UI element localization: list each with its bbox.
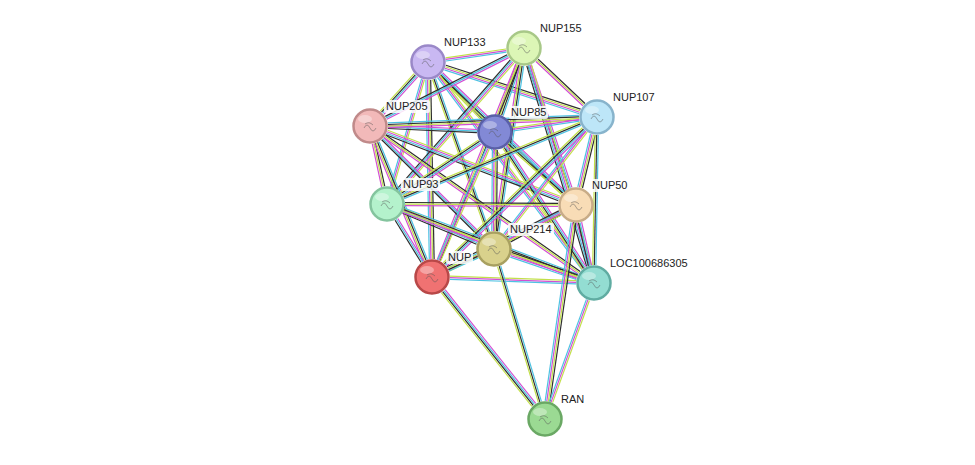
- evidence-line: [404, 211, 577, 277]
- protein-node: NUP155: [506, 30, 542, 66]
- evidence-line: [444, 291, 535, 405]
- node-circle: [476, 231, 512, 267]
- interaction-edge: [443, 128, 585, 266]
- evidence-line: [551, 300, 588, 402]
- node-label: NUP205: [384, 100, 430, 113]
- protein-node: NUP: [414, 259, 450, 295]
- evidence-line: [545, 223, 571, 401]
- evidence-line: [396, 219, 422, 261]
- protein-node: NUP133: [410, 44, 446, 80]
- evidence-line: [593, 135, 595, 265]
- node-circle: [414, 259, 450, 295]
- node-label: NUP133: [442, 36, 488, 49]
- node-label: RAN: [559, 393, 586, 406]
- protein-node: NUP50: [558, 187, 594, 223]
- evidence-line: [405, 205, 558, 207]
- evidence-line: [405, 202, 558, 204]
- evidence-line: [402, 141, 480, 193]
- evidence-line: [580, 223, 590, 266]
- evidence-line: [446, 51, 506, 60]
- protein-node: NUP214: [476, 231, 512, 267]
- protein-node: NUP205: [352, 108, 388, 144]
- node-circle: [579, 99, 615, 135]
- interaction-edge: [536, 59, 585, 106]
- node-label: NUP: [446, 251, 473, 264]
- protein-node: NUP107: [579, 99, 615, 135]
- node-label: NUP107: [611, 91, 657, 104]
- node-label: NUP214: [508, 223, 554, 236]
- interaction-edge: [405, 203, 558, 207]
- evidence-line: [395, 220, 421, 262]
- interaction-edge: [593, 135, 599, 265]
- evidence-line: [499, 266, 540, 402]
- interaction-edge: [579, 222, 592, 266]
- interaction-edge: [403, 208, 578, 279]
- interaction-edge: [447, 211, 561, 271]
- evidence-line: [401, 140, 479, 192]
- evidence-line: [498, 267, 539, 403]
- evidence-line: [441, 293, 532, 407]
- node-label: NUP85: [509, 106, 548, 119]
- protein-node: RAN: [527, 401, 563, 437]
- node-circle: [352, 108, 388, 144]
- protein-node: NUP85: [477, 114, 513, 150]
- evidence-line: [384, 138, 579, 274]
- node-label: LOC100686305: [608, 257, 690, 270]
- node-circle: [410, 44, 446, 80]
- evidence-line: [538, 59, 585, 103]
- evidence-line: [447, 131, 586, 266]
- evidence-line: [447, 211, 559, 267]
- evidence-line: [501, 266, 542, 402]
- evidence-line: [385, 136, 580, 272]
- interaction-edge: [550, 299, 590, 402]
- evidence-line: [450, 279, 576, 284]
- protein-node: LOC100686305: [576, 265, 612, 301]
- node-label: NUP93: [401, 178, 440, 191]
- node-circle: [527, 401, 563, 437]
- node-circle: [576, 265, 612, 301]
- evidence-line: [553, 301, 590, 403]
- protein-node: NUP93: [369, 186, 405, 222]
- node-circle: [477, 114, 513, 150]
- evidence-line: [403, 213, 477, 244]
- evidence-line: [443, 292, 534, 406]
- interaction-edge: [450, 276, 576, 284]
- interaction-edge: [395, 219, 424, 263]
- node-label: NUP50: [590, 179, 629, 192]
- interaction-edge: [384, 135, 580, 274]
- evidence-line: [388, 129, 477, 133]
- evidence-line: [550, 299, 587, 401]
- node-circle: [506, 30, 542, 66]
- node-circle: [369, 186, 405, 222]
- evidence-line: [403, 213, 576, 279]
- evidence-line: [386, 135, 581, 271]
- evidence-line: [398, 219, 424, 261]
- node-circle: [558, 187, 594, 223]
- evidence-line: [537, 60, 584, 104]
- evidence-line: [405, 204, 558, 206]
- evidence-line: [579, 223, 589, 266]
- interaction-edge: [498, 266, 542, 402]
- node-label: NUP155: [538, 22, 584, 35]
